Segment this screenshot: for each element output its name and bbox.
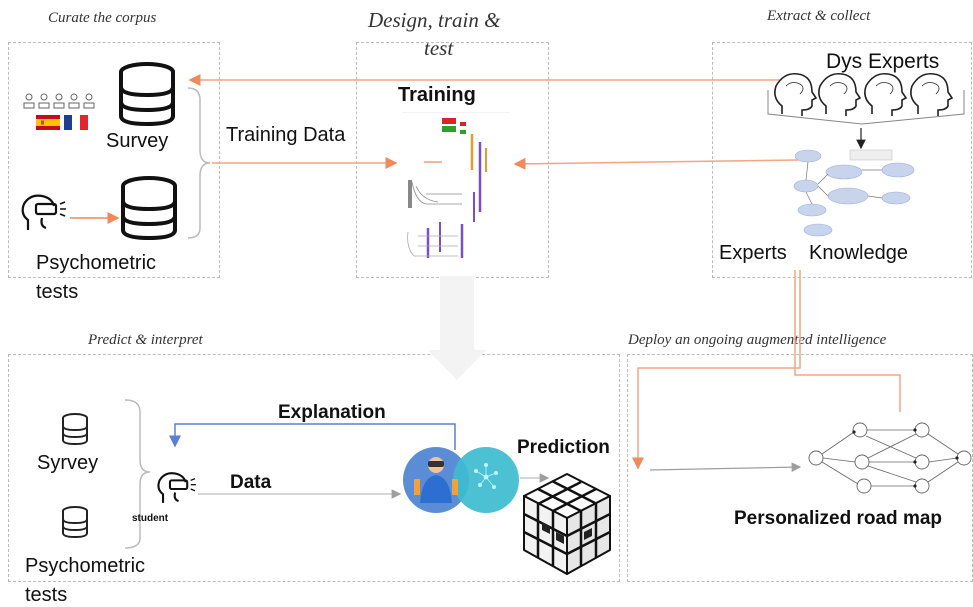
deploy-to-roadmap-arrow [649, 462, 802, 472]
student-vr-icon [157, 472, 196, 503]
survey-database-icon [119, 62, 175, 126]
curate-box [8, 42, 220, 278]
student-label: student [132, 513, 169, 524]
psychometric-label-line2: tests [36, 281, 79, 303]
design-title-line2: test [424, 36, 454, 60]
vr-headset-icon [21, 194, 66, 230]
knowledge-label: Knowledge [809, 242, 908, 264]
rubik-cube-icon [523, 473, 611, 575]
psychometric-database-icon [121, 176, 177, 240]
psychometric-predict-label-line1: Psychometric [25, 555, 146, 577]
france-flag-icon [64, 115, 88, 130]
curate-bracket [187, 87, 211, 239]
data-label: Data [230, 472, 272, 493]
faint-down-arrow [428, 276, 486, 380]
road-map-graph-figure [808, 422, 972, 494]
psychometric-label-line1: Psychometric [36, 252, 157, 274]
syrvey-database-icon [62, 413, 88, 446]
predict-title: Predict & interpret [88, 332, 203, 348]
spain-flag-icon [36, 115, 60, 130]
expert-heads-group [767, 72, 965, 125]
psychometric-predict-database-icon [62, 506, 88, 539]
training-label: Training [398, 84, 476, 106]
curate-title: Curate the corpus [48, 10, 157, 26]
training-data-label: Training Data [226, 124, 346, 146]
knowledge-to-training-arrow [513, 157, 799, 170]
design-title-line1: Design, train & [368, 8, 501, 32]
experts-to-roadmap-arrow [794, 270, 901, 412]
extract-title: Extract & collect [767, 8, 871, 24]
experts-to-deploy-arrow [632, 270, 801, 470]
psychometric-predict-label-line2: tests [25, 584, 68, 606]
training-pipeline-figure [402, 112, 510, 258]
explanation-arrow [169, 423, 456, 450]
people-icons [23, 93, 95, 109]
syrvey-label: Syrvey [37, 452, 99, 474]
dys-experts-label: Dys Experts [826, 50, 940, 73]
predict-bracket [124, 399, 151, 549]
knowledge-graph-figure [793, 149, 915, 237]
deploy-title: Deploy an ongoing augmented intelligence [628, 332, 887, 348]
experts-label: Experts [719, 242, 787, 264]
prediction-label: Prediction [517, 437, 610, 458]
vr-ai-circles-icon [403, 447, 519, 513]
explanation-label: Explanation [278, 402, 386, 423]
survey-label: Survey [106, 130, 169, 152]
predict-box [8, 354, 620, 582]
road-map-label: Personalized road map [734, 508, 943, 529]
